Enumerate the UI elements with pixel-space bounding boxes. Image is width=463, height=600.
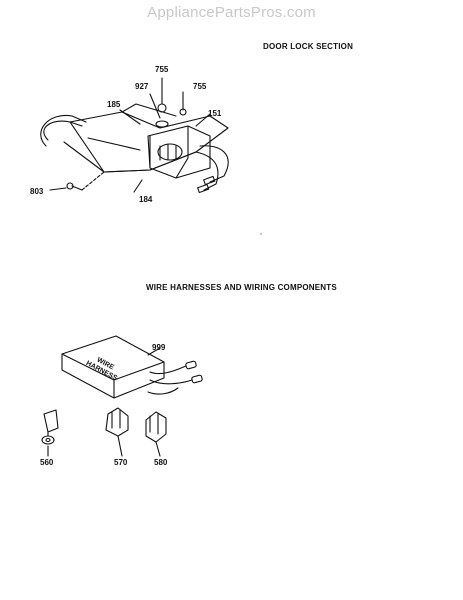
stray-mark	[260, 233, 262, 235]
terminal-570-drawing	[105, 407, 129, 437]
terminal-580-drawing	[145, 411, 167, 443]
door-lock-section-title: DOOR LOCK SECTION	[263, 42, 354, 51]
lock-bracket-drawing	[69, 111, 229, 173]
harness-wires	[149, 365, 187, 375]
terminal-560-drawing	[41, 409, 59, 445]
part-label-580[interactable]: 580	[154, 458, 168, 467]
wire-harness-box-drawing	[61, 335, 165, 399]
part-label-570[interactable]: 570	[114, 458, 128, 467]
part-label-184[interactable]: 184	[139, 195, 153, 204]
site-watermark: AppliancePartsPros.com	[147, 4, 316, 21]
part-label-803[interactable]: 803	[30, 187, 44, 196]
part-label-927[interactable]: 927	[135, 82, 149, 91]
part-label-185[interactable]: 185	[107, 100, 121, 109]
part-label-560[interactable]: 560	[40, 458, 54, 467]
part-label-999[interactable]: 999	[152, 343, 166, 352]
lock-wire-leads	[199, 145, 229, 183]
part-label-755-top[interactable]: 755	[155, 65, 169, 74]
part-label-755-right[interactable]: 755	[193, 82, 207, 91]
part-label-151[interactable]: 151	[208, 109, 222, 118]
screw-803-drawing	[71, 185, 83, 191]
wire-harness-section-title: WIRE HARNESSES AND WIRING COMPONENTS	[146, 283, 337, 292]
lock-body-drawing	[147, 125, 211, 179]
